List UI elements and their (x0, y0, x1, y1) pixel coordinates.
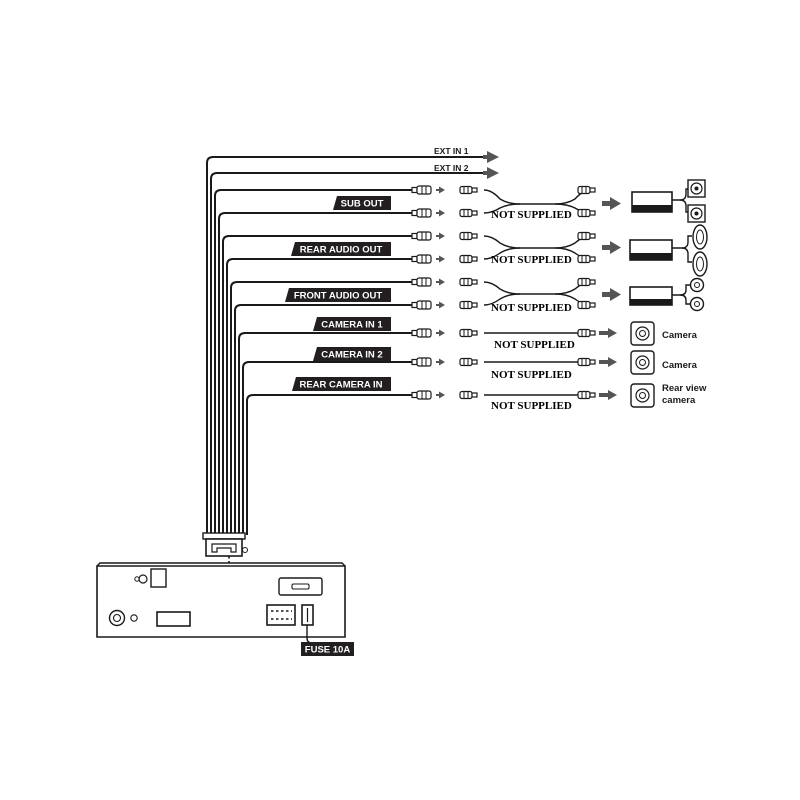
camera-1-icon (630, 321, 655, 346)
ext-in-2-label: EXT IN 2 (434, 163, 469, 173)
not-supplied-camera-1: NOT SUPPLIED (494, 339, 575, 351)
not-supplied-sub-out: NOT SUPPLIED (491, 209, 572, 221)
ext-in-1-arrow (483, 151, 499, 163)
fuse-label: FUSE 10A (305, 645, 351, 656)
front-audio-out-label: FRONT AUDIO OUT (294, 291, 383, 302)
rca-plug-far-end (577, 254, 596, 264)
rca-plug-far-end (577, 185, 596, 195)
rca-plug-far-end (577, 328, 617, 338)
camera-2-icon (630, 350, 655, 375)
rca-plug-far-end (577, 357, 617, 367)
rca-connector-pair (411, 208, 478, 218)
rear-view-camera-icon (630, 383, 655, 408)
ext-in-1-label: EXT IN 1 (434, 146, 469, 156)
rca-connector-pair (411, 277, 478, 287)
rca-plug-far-end (577, 277, 596, 287)
head-unit-rear-panel (96, 562, 346, 644)
camera-in-2-tag: CAMERA IN 2 (313, 347, 391, 361)
not-supplied-camera-2: NOT SUPPLIED (491, 369, 572, 381)
device-arrows (602, 197, 621, 301)
rca-connector-pair (411, 185, 478, 195)
rear-audio-out-label: REAR AUDIO OUT (300, 245, 383, 256)
harness-connector (202, 532, 248, 557)
camera-in-1-tag: CAMERA IN 1 (313, 317, 391, 331)
rear-camera-in-label: REAR CAMERA IN (299, 380, 382, 391)
rear-amplifier-speakers-icon (629, 224, 708, 277)
rca-connectors (411, 185, 617, 400)
sub-out-label: SUB OUT (341, 199, 384, 210)
rca-connector-pair (411, 390, 478, 400)
camera-in-2-label: CAMERA IN 2 (321, 350, 382, 361)
not-supplied-rear-audio: NOT SUPPLIED (491, 254, 572, 266)
not-supplied-rear-camera: NOT SUPPLIED (491, 400, 572, 412)
rca-plug-far-end (577, 231, 596, 241)
fuse-tag: FUSE 10A (301, 642, 354, 656)
rca-plug-far-end (577, 390, 617, 400)
ext-in-2-arrow (483, 167, 499, 179)
rear-view-camera-label-line1: Rear view (662, 383, 707, 394)
wire-harness (206, 156, 483, 535)
subwoofer-amplifier-icon (631, 179, 706, 223)
camera-1-label: Camera (662, 330, 698, 341)
front-amplifier-speakers-icon (629, 277, 705, 312)
camera-in-1-label: CAMERA IN 1 (321, 320, 383, 331)
rca-connector-pair (411, 328, 478, 338)
camera-2-label: Camera (662, 360, 698, 371)
rca-connector-pair (411, 300, 478, 310)
not-supplied-front-audio: NOT SUPPLIED (491, 302, 572, 314)
sub-out-tag: SUB OUT (333, 196, 391, 210)
rear-audio-out-tag: REAR AUDIO OUT (291, 242, 391, 256)
rca-connector-pair (411, 357, 478, 367)
rca-connector-pair (411, 254, 478, 264)
front-audio-out-tag: FRONT AUDIO OUT (285, 288, 391, 302)
rca-plug-far-end (577, 208, 596, 218)
rear-view-camera-label-line2: camera (662, 395, 696, 406)
rca-plug-far-end (577, 300, 596, 310)
rca-connector-pair (411, 231, 478, 241)
rear-camera-in-tag: REAR CAMERA IN (292, 377, 391, 391)
